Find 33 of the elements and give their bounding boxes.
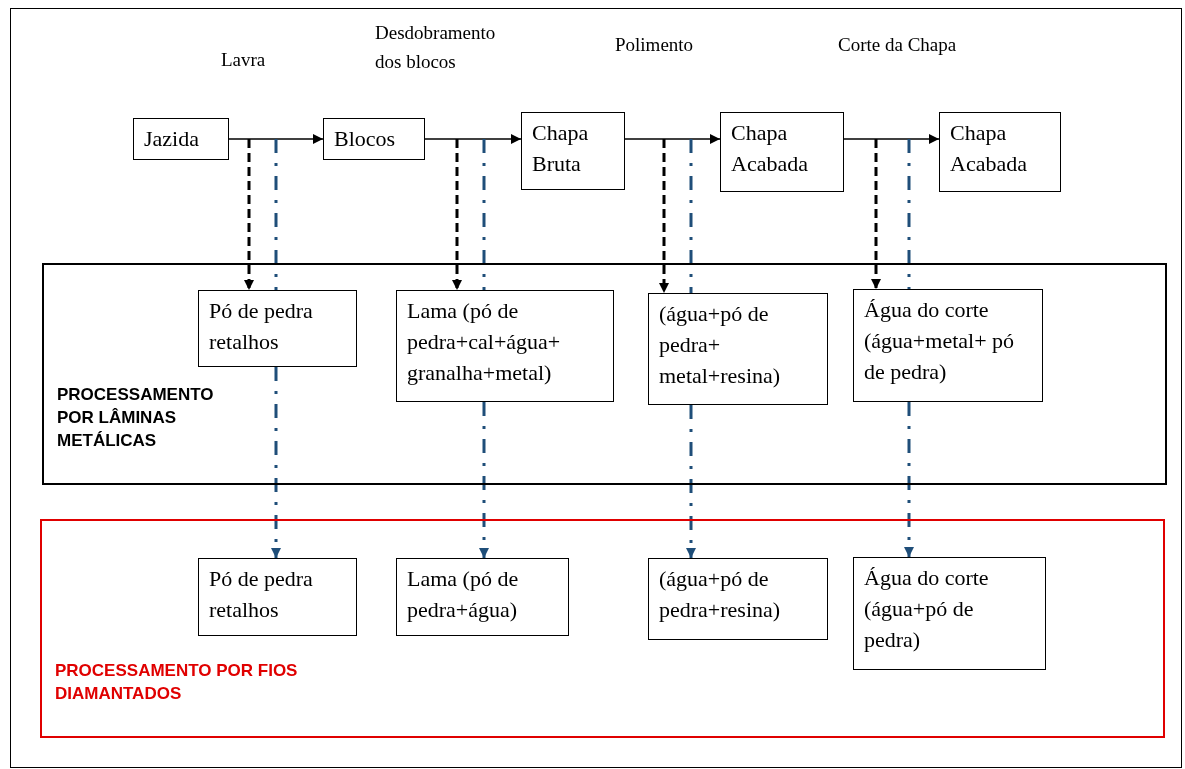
- process-box: (água+pó de pedra+ metal+resina): [648, 293, 828, 405]
- process-box: Blocos: [323, 118, 425, 160]
- arrow: [479, 402, 489, 558]
- process-box: Lama (pó de pedra+cal+água+ granalha+metal): [396, 290, 614, 402]
- process-box: Chapa Acabada: [939, 112, 1061, 192]
- process-box: Água do corte (água+pó de pedra): [853, 557, 1046, 670]
- arrow: [271, 367, 281, 558]
- connector-line: [907, 139, 911, 289]
- group-label: PROCESSAMENTO POR FIOS DIAMANTADOS: [55, 660, 299, 705]
- group-frame: [42, 263, 1167, 485]
- connector-line: [482, 139, 486, 290]
- process-box: Lama (pó de pedra+água): [396, 558, 569, 636]
- process-box: Jazida: [133, 118, 229, 160]
- arrow: [843, 134, 940, 144]
- arrow: [686, 405, 696, 558]
- arrow: [244, 139, 254, 290]
- process-box: Água do corte (água+metal+ pó de pedra): [853, 289, 1043, 402]
- process-box: Chapa Bruta: [521, 112, 625, 190]
- process-box: Pó de pedra retalhos: [198, 558, 357, 636]
- connector-line: [274, 139, 278, 290]
- process-box: (água+pó de pedra+resina): [648, 558, 828, 640]
- arrow: [452, 139, 462, 290]
- group-frame: [40, 519, 1165, 738]
- arrow: [228, 134, 324, 144]
- arrow: [424, 134, 522, 144]
- arrow: [659, 139, 669, 293]
- arrow: [624, 134, 721, 144]
- arrow: [871, 139, 881, 289]
- process-box: Pó de pedra retalhos: [198, 290, 357, 367]
- group-label: PROCESSAMENTO POR LÂMINAS METÁLICAS: [57, 384, 215, 452]
- connector-line: [689, 139, 693, 293]
- arrow: [904, 402, 914, 557]
- process-box: Chapa Acabada: [720, 112, 844, 192]
